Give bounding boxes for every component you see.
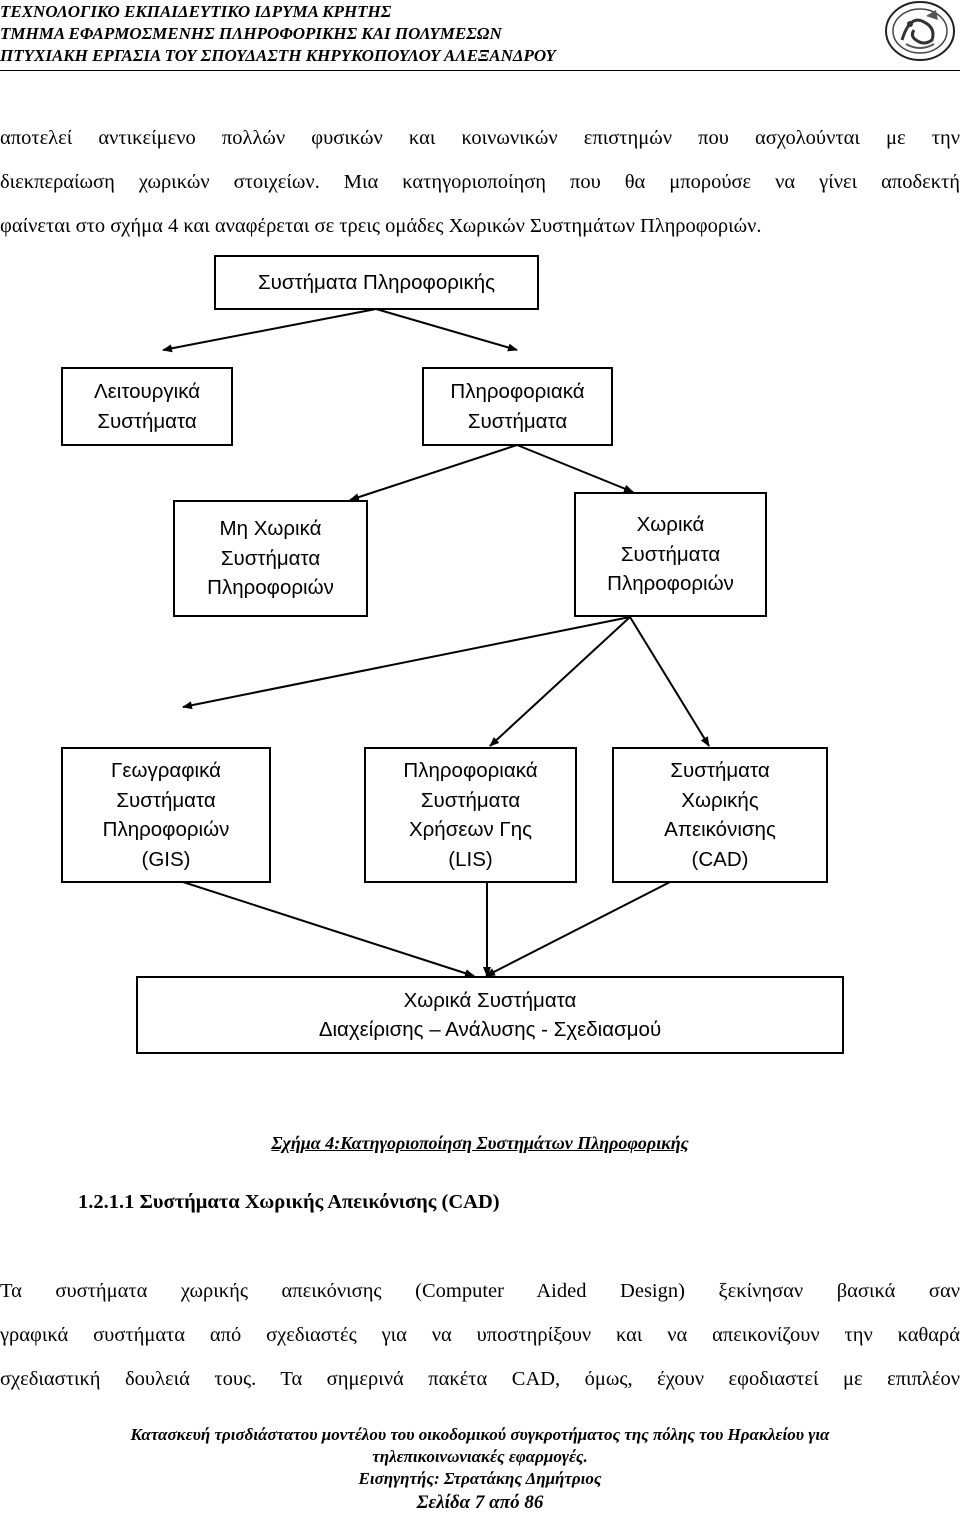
box-label: Συστήματα Χωρικής Απεικόνισης (CAD) (664, 759, 776, 871)
body-line: Τα συστήματα χωρικής απεικόνισης (Comput… (0, 1280, 960, 1302)
figure-caption: Σχήμα 4:Κατηγοριοποίηση Συστημάτων Πληρο… (271, 1133, 689, 1153)
box-information-systems-sub: Πληροφοριακά Συστήματα (422, 367, 613, 446)
connector-information-spatial (516, 444, 634, 493)
box-non-spatial-systems: Μη Χωρικά Συστήματα Πληροφοριών (173, 500, 368, 617)
connector-gis-management (182, 881, 475, 978)
intro-line: αποτελεί αντικείμενο πολλών φυσικών και … (0, 127, 960, 149)
box-label: Πληροφοριακά Συστήματα Χρήσεων Γης (LIS) (403, 759, 538, 871)
intro-line: διεκπεραίωση χωρικών στοιχείων. Μια κατη… (0, 171, 960, 193)
intro-line: φαίνεται στο σχήμα 4 και αναφέρεται σε τ… (0, 215, 762, 237)
institution-logo-icon (885, 1, 955, 61)
footer-page-number: Σελίδα 7 από 86 (416, 1492, 544, 1513)
box-label: Γεωγραφικά Συστήματα Πληροφοριών (GIS) (102, 759, 230, 871)
header-rule (0, 70, 960, 71)
box-label: Χωρικά Συστήματα Πληροφοριών (607, 513, 734, 596)
box-cad: Συστήματα Χωρικής Απεικόνισης (CAD) (612, 747, 828, 883)
footer-title-cont: τηλεπικοινωνιακές εφαρμογές. (372, 1447, 588, 1466)
body-line: σχεδιαστική δουλειά τους. Τα σημερινά πα… (0, 1368, 960, 1390)
connector-root-operational (162, 308, 377, 353)
box-label: Πληροφοριακά Συστήματα (450, 380, 585, 433)
box-spatial-management-systems: Χωρικά Συστήματα Διαχείρισης – Ανάλυσης … (136, 976, 844, 1054)
footer-supervisor: Εισηγητής: Στρατάκης Δημήτριος (358, 1469, 602, 1488)
box-lis: Πληροφοριακά Συστήματα Χρήσεων Γης (LIS) (364, 747, 577, 883)
connector-spatial-gis (182, 616, 631, 710)
header-thesis: ΠΤΥΧΙΑΚΗ ΕΡΓΑΣΙΑ ΤΟΥ ΣΠΟΥΔΑΣΤΗ ΚΗΡΥΚΟΠΟΥ… (0, 46, 556, 65)
box-label: Συστήματα Πληροφορικής (257, 270, 495, 294)
connector-spatial-cad (629, 616, 710, 747)
box-spatial-systems: Χωρικά Συστήματα Πληροφοριών (574, 492, 767, 617)
box-operational-systems: Λειτουργικά Συστήματα (61, 367, 233, 446)
section-heading: 1.2.1.1 Συστήματα Χωρικής Απεικόνισης (C… (78, 1191, 500, 1213)
connector-root-information (375, 308, 518, 352)
box-label: Μη Χωρικά Συστήματα Πληροφοριών (207, 517, 334, 600)
box-label: Χωρικά Συστήματα Διαχείρισης – Ανάλυσης … (318, 988, 662, 1042)
footer-title: Κατασκευή τρισδιάστατου μοντέλου του οικ… (130, 1425, 830, 1444)
body-line: γραφικά συστήματα από σχεδιαστές για να … (0, 1324, 960, 1346)
box-label: Λειτουργικά Συστήματα (93, 380, 201, 433)
box-gis: Γεωγραφικά Συστήματα Πληροφοριών (GIS) (61, 747, 271, 883)
connector-information-nonspatial (349, 444, 518, 501)
connector-cad-management (485, 881, 671, 977)
connector-spatial-lis (489, 616, 631, 747)
header-department: ΤΜΗΜΑ ΕΦΑΡΜΟΣΜΕΝΗΣ ΠΛΗΡΟΦΟΡΙΚΗΣ ΚΑΙ ΠΟΛΥ… (0, 24, 502, 43)
box-information-systems: Συστήματα Πληροφορικής (214, 255, 539, 310)
header-institution: ΤΕΧΝΟΛΟΓΙΚΟ ΕΚΠΑΙΔΕΥΤΙΚΟ ΙΔΡΥΜΑ ΚΡΗΤΗΣ (0, 2, 392, 21)
